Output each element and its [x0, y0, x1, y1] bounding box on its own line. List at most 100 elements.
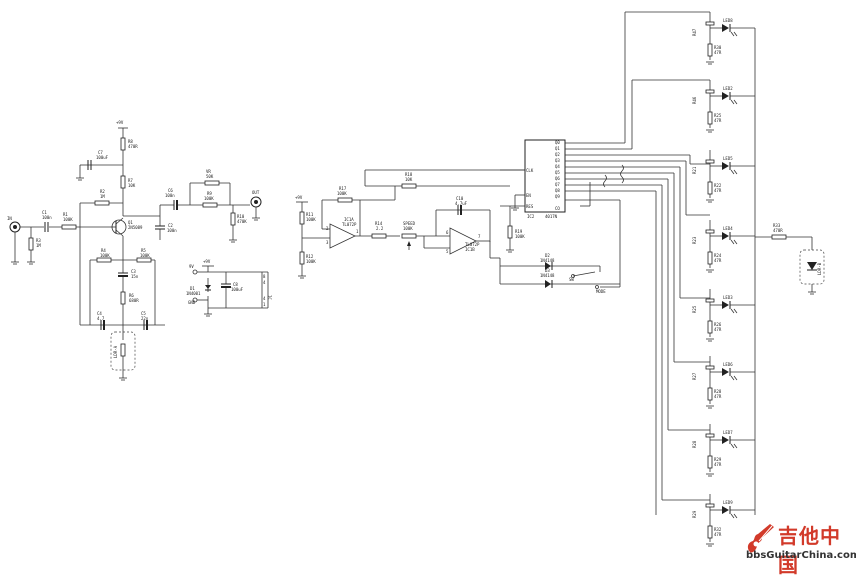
counter-output-wires	[565, 11, 710, 515]
pull-resistor-label: R29	[692, 510, 697, 518]
c8-label: C8	[233, 282, 238, 287]
ic2-out-q3: Q3	[555, 158, 560, 163]
r17-label: R17	[339, 186, 347, 191]
series-resistor-label: R28	[714, 389, 722, 394]
r6-resistor	[120, 291, 126, 305]
ic-power-label: IC	[267, 295, 272, 300]
series-resistor	[707, 181, 713, 195]
r4-value: 100K	[100, 253, 110, 258]
speed-label: SPEED	[403, 221, 416, 226]
ic2-out-q4: Q4	[555, 164, 560, 169]
ldr-a-enclosure	[110, 331, 136, 371]
c1-value: 100n	[42, 215, 52, 220]
r9-label: R9	[207, 191, 212, 196]
r19-label: R19	[515, 229, 523, 234]
r3-value: 1M	[36, 243, 41, 248]
series-resistor-value: 47R	[714, 50, 722, 55]
c5-value: 22n	[141, 316, 149, 321]
ic1b-pin-6: 6	[446, 230, 449, 235]
led-icon	[722, 232, 729, 240]
speed-value: 100K	[403, 226, 413, 231]
ldr-b-enclosure	[799, 249, 825, 285]
ic2-label: IC2	[527, 214, 535, 219]
lfo-stage: +9V R11 100K R12 100K 2 3 1 IC1A TL072P …	[295, 169, 525, 279]
ic1a-label: IC1A	[344, 217, 354, 222]
led-label: LED3	[723, 295, 733, 300]
lfo-supply-label: +9V	[295, 195, 303, 200]
ic1b-pin-7: 7	[478, 234, 481, 239]
led-icon	[722, 368, 729, 376]
guitar-logo-icon	[747, 524, 774, 553]
r11-value: 100K	[306, 217, 316, 222]
r18-label: R18	[405, 172, 413, 177]
c4-value: 4.7	[97, 316, 105, 321]
series-resistor-label: R32	[714, 527, 722, 532]
series-resistor	[707, 251, 713, 265]
led-icon	[722, 506, 729, 514]
c10-label: C10	[456, 196, 464, 201]
r14-value: 2.2	[376, 226, 384, 231]
r5-resistor	[136, 257, 152, 263]
r11-resistor	[299, 211, 305, 225]
pull-resistor-label: R28	[692, 440, 697, 448]
pull-resistor-label: R21	[692, 166, 697, 174]
led-label: LED2	[723, 86, 733, 91]
r18-resistor	[401, 183, 417, 189]
r7-resistor	[120, 175, 126, 189]
r2-label: R2	[100, 189, 105, 194]
c8-value: 100uF	[231, 287, 244, 292]
gnd-label: GND	[188, 300, 196, 305]
pull-resistor-label: R23	[692, 236, 697, 244]
r7-label: R7	[128, 178, 133, 183]
r10-value: 470K	[237, 219, 247, 224]
series-resistor-label: R26	[714, 322, 722, 327]
r6-value: 680R	[129, 298, 139, 303]
d2-value: 1N4148	[540, 258, 555, 263]
series-resistor	[707, 43, 713, 57]
r2-resistor	[94, 200, 110, 206]
r17-value: 100K	[337, 191, 347, 196]
ic2-out-co: CO	[555, 206, 560, 211]
ic1a-opamp-icon	[329, 223, 356, 249]
r8-resistor	[120, 137, 126, 151]
watermark-title: 吉他中国	[778, 524, 841, 577]
pull-resistor	[705, 159, 715, 164]
pull-resistor	[705, 503, 715, 508]
ic2-out-q6: Q6	[555, 176, 560, 181]
pull-resistor-label: R25	[692, 305, 697, 313]
series-resistor	[707, 525, 713, 539]
ic1a-pin-1: 1	[356, 229, 359, 234]
d1-value: 1N4001	[186, 291, 201, 296]
led-label: LED7	[723, 430, 733, 435]
r1-value: 100K	[63, 217, 73, 222]
c3-value: 15n	[131, 274, 139, 279]
d3-diode-icon	[545, 280, 551, 288]
speed-pot[interactable]	[401, 233, 417, 239]
ic2-counter-chip	[524, 139, 566, 213]
series-resistor	[707, 111, 713, 125]
series-resistor-value: 47R	[714, 462, 722, 467]
vr-label: VR	[206, 169, 211, 174]
r10-resistor	[230, 212, 236, 226]
c7-label: C7	[98, 150, 103, 155]
led-icon	[722, 301, 729, 309]
r4-resistor	[96, 257, 112, 263]
led-label: LED5	[723, 156, 733, 161]
led-label: LED8	[723, 18, 733, 23]
r10-label: R10	[237, 214, 245, 219]
r11-label: R11	[306, 212, 314, 217]
ldr-a-resistor	[120, 343, 126, 357]
r33-label: R33	[773, 223, 781, 228]
ic2-out-q2: Q2	[555, 152, 560, 157]
c10-value: 4.7uF	[455, 201, 468, 206]
r4-label: R4	[101, 248, 106, 253]
ic1a-pin-3: 3	[326, 240, 329, 245]
ic1a-part: TL072P	[342, 222, 357, 227]
led-icon	[722, 436, 729, 444]
pull-resistor	[705, 298, 715, 303]
mode-switch-icon[interactable]	[572, 271, 596, 277]
r14-resistor	[371, 233, 387, 239]
power-supply-label: +9V	[203, 259, 211, 264]
ic-pin-4: 1	[263, 302, 266, 307]
